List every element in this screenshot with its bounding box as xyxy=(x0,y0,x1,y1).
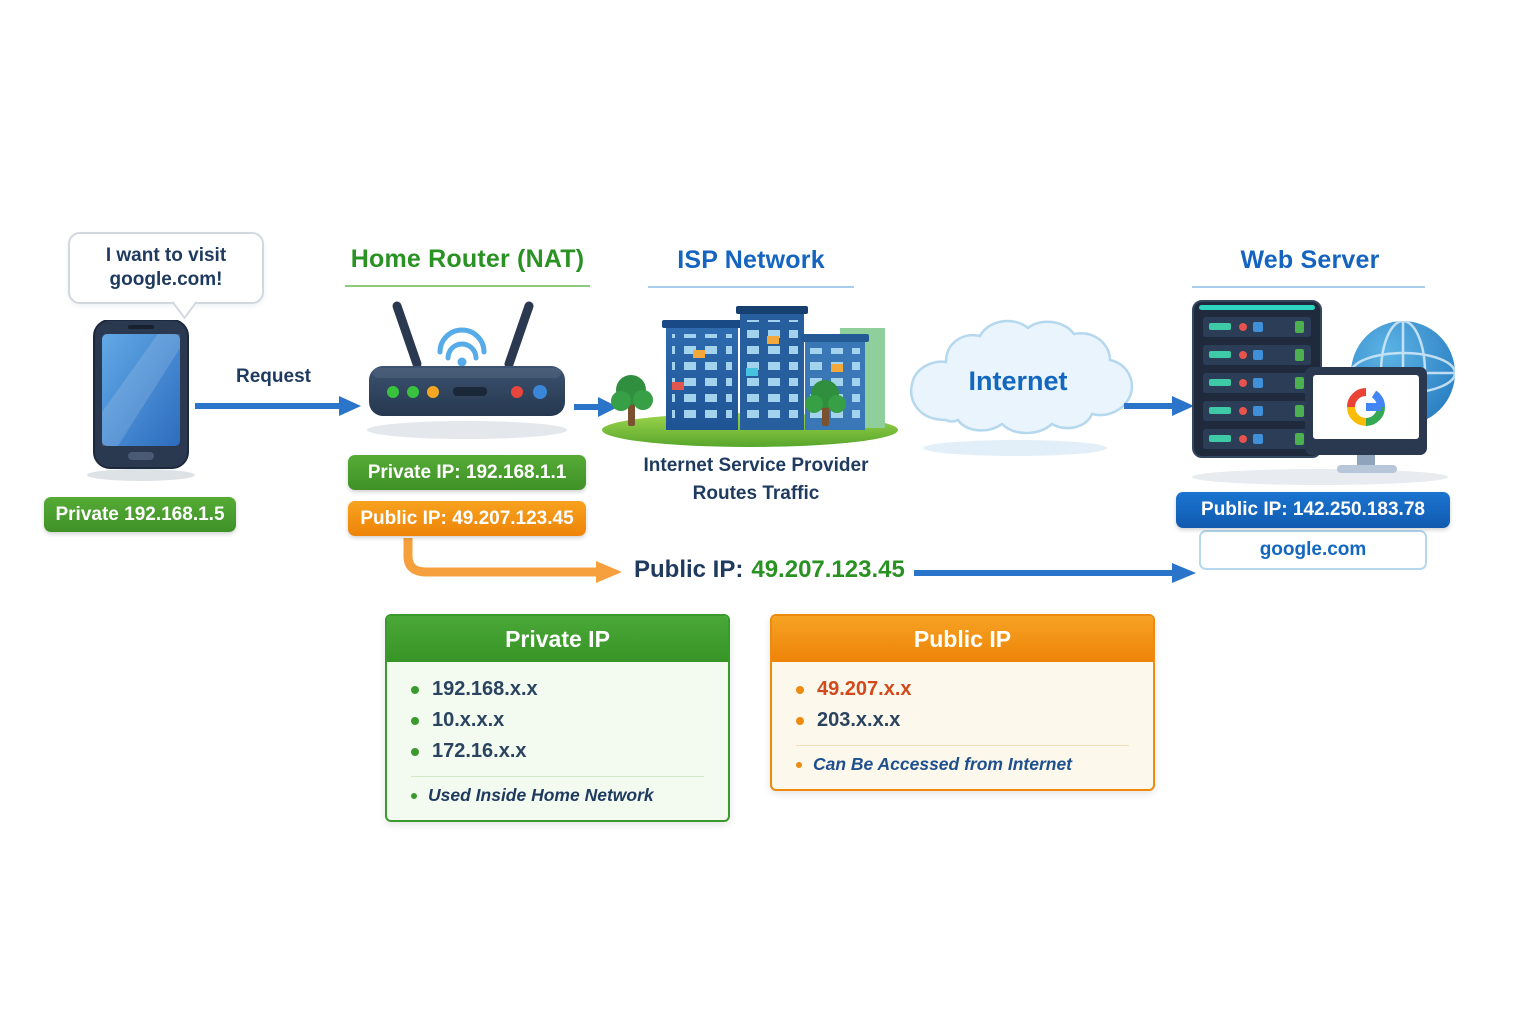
divider xyxy=(411,776,704,777)
router-private-ip-badge: Private IP: 192.168.1.1 xyxy=(348,455,586,490)
server-rack-icon xyxy=(1192,300,1455,485)
private-ip-note: Used Inside Home Network xyxy=(411,785,704,806)
public-ip-item: 203.x.x.x xyxy=(796,705,1129,736)
router-private-ip-text: Private IP: 192.168.1.1 xyxy=(367,461,567,483)
isp-title-underline xyxy=(648,286,854,288)
router-public-ip-badge: Public IP: 49.207.123.45 xyxy=(348,501,586,536)
speech-bubble: I want to visit google.com! xyxy=(68,232,264,304)
flow-to-server-arrow-icon xyxy=(914,563,1196,583)
private-ip-range: 192.168.x.x xyxy=(432,678,538,700)
speech-text: I want to visit google.com! xyxy=(105,245,227,290)
server-public-ip-badge: Public IP: 142.250.183.78 xyxy=(1176,492,1450,528)
isp-caption-line1: Internet Service Provider xyxy=(643,455,869,476)
nat-flow-label: Public IP: 49.207.123.45 xyxy=(634,556,905,584)
cloud-to-server-arrow-icon xyxy=(1124,396,1194,416)
nat-flow-value: 49.207.123.45 xyxy=(751,556,905,583)
isp-caption-line2: Routes Traffic xyxy=(692,482,820,504)
server-domain-box: google.com xyxy=(1199,530,1427,570)
phone-private-ip-badge: Private 192.168.1.5 xyxy=(44,497,236,532)
public-ip-item: 49.207.x.x xyxy=(796,674,1129,705)
private-ip-range: 172.16.x.x xyxy=(432,740,527,762)
bullet-icon xyxy=(796,685,804,694)
office-buildings-icon xyxy=(602,306,898,447)
internet-cloud-icon: Internet xyxy=(909,319,1134,456)
private-ip-range: 10.x.x.x xyxy=(432,709,505,731)
router-title-underline xyxy=(345,285,590,287)
private-ip-note-text: Used Inside Home Network xyxy=(428,785,654,805)
bullet-icon xyxy=(411,747,419,756)
request-label: Request xyxy=(236,366,311,387)
router-title: Home Router (NAT) xyxy=(350,245,585,273)
bullet-icon xyxy=(411,716,419,725)
bullet-icon xyxy=(411,685,419,694)
private-ip-item: 172.16.x.x xyxy=(411,736,704,767)
router-to-isp-arrow-icon xyxy=(574,397,618,417)
router-public-ip-text: Public IP: 49.207.123.45 xyxy=(360,507,574,529)
smartphone-icon xyxy=(87,320,195,481)
public-ip-box-title: Public IP xyxy=(772,616,1153,662)
server-domain-text: google.com xyxy=(1259,539,1367,560)
divider xyxy=(796,745,1129,746)
rack-body xyxy=(1192,300,1322,458)
public-ip-range: 49.207.x.x xyxy=(817,678,912,700)
private-ip-info-box: Private IP 192.168.x.x 10.x.x.x 172.16.x… xyxy=(385,614,730,822)
public-ip-note-text: Can Be Accessed from Internet xyxy=(813,754,1073,774)
private-ip-item: 192.168.x.x xyxy=(411,674,704,705)
public-ip-range: 203.x.x.x xyxy=(817,709,901,731)
phone-private-ip-text: Private 192.168.1.5 xyxy=(55,503,225,525)
bullet-icon xyxy=(796,716,804,725)
nat-flow-prefix: Public IP: xyxy=(634,556,744,583)
bullet-icon xyxy=(411,792,417,799)
wifi-router-icon xyxy=(367,301,567,439)
private-ip-box-title: Private IP xyxy=(387,616,728,662)
monitor-google-icon xyxy=(1305,367,1427,473)
nat-elbow-arrow-icon xyxy=(403,538,622,583)
server-public-ip-text: Public IP: 142.250.183.78 xyxy=(1201,499,1425,520)
private-ip-item: 10.x.x.x xyxy=(411,705,704,736)
internet-label: Internet xyxy=(968,366,1067,396)
public-ip-note: Can Be Accessed from Internet xyxy=(796,754,1129,775)
isp-title: ISP Network xyxy=(677,246,825,274)
bullet-icon xyxy=(796,761,802,768)
request-arrow-icon xyxy=(195,396,361,416)
web-server-title-underline xyxy=(1192,286,1425,288)
public-ip-info-box: Public IP 49.207.x.x 203.x.x.x Can Be Ac… xyxy=(770,614,1155,791)
web-server-title: Web Server xyxy=(1240,246,1380,274)
isp-caption: Internet Service Provider Routes Traffic xyxy=(628,452,884,507)
